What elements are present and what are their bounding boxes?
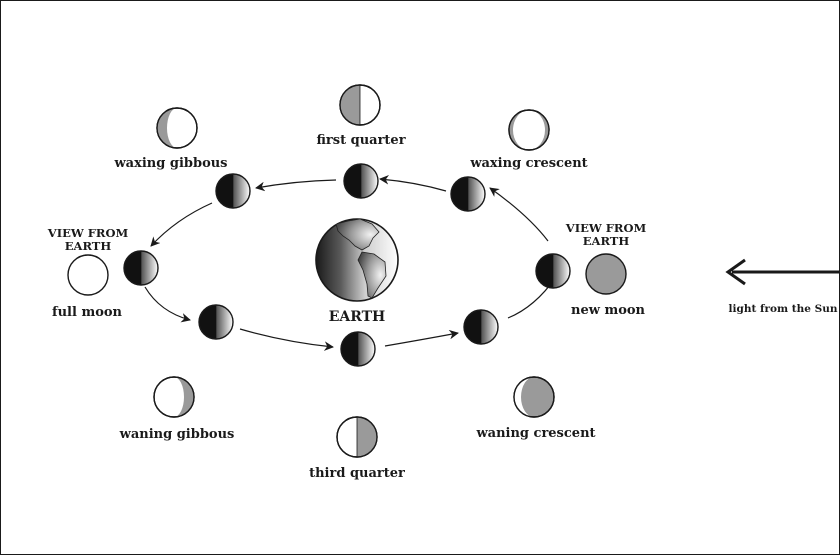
phase-view-waning-gibbous [153,376,195,418]
phase-view-first-quarter [339,84,381,126]
orbit-moon-new [535,253,571,289]
orbit-arrow [239,328,334,351]
orbit-moon-waning-crescent [463,309,499,345]
phase-label-new-moon: new moon [571,303,646,318]
view-from-earth-right: VIEW FROM EARTH [565,221,647,248]
sunlight-label: light from the Sun [729,303,838,315]
earth-globe [315,218,399,302]
view-from-earth-left: VIEW FROM EARTH [47,226,129,253]
view-from-earth-line1: VIEW FROM [565,221,647,235]
orbit-moon-first-quarter [343,163,379,199]
phase-view-full-moon [67,254,109,296]
phase-view-third-quarter [336,416,378,458]
orbit-moon-waxing-crescent [450,176,486,212]
continents [335,219,387,299]
view-from-earth-line2: EARTH [583,234,630,248]
phase-label-waning-crescent: waning crescent [475,426,595,441]
sunlight-arrow [725,258,839,286]
orbit-moon-waning-gibbous [198,304,234,340]
phase-label-first-quarter: first quarter [316,133,405,148]
phase-label-third-quarter: third quarter [309,466,405,481]
view-from-earth-line2: EARTH [65,239,112,253]
orbit-moon-third-quarter [340,331,376,367]
phase-labels: new moon waxing crescent first quarter w… [52,133,646,481]
phase-view-new-moon [585,253,627,295]
view-from-earth-line1: VIEW FROM [47,226,129,240]
orbit-arrows [144,174,557,351]
orbit-arrow [384,329,459,347]
phase-view-waxing-crescent [508,109,550,151]
phase-view-waxing-gibbous [156,107,198,149]
phase-label-full-moon: full moon [52,305,123,320]
orbit-arrow [379,174,447,192]
orbit-moons [123,163,571,367]
phase-view-waning-crescent [513,376,555,418]
phase-label-waning-gibbous: waning gibbous [119,427,235,442]
phase-label-waxing-crescent: waxing crescent [469,156,587,171]
orbit-arrow [489,187,549,242]
orbit-arrow [144,286,191,323]
orbit-moon-waxing-gibbous [215,173,251,209]
phase-views [67,84,627,458]
orbit-arrow [255,179,337,192]
earth-label: EARTH [329,309,386,325]
orbit-arrow [150,202,213,247]
phase-label-waxing-gibbous: waxing gibbous [113,156,227,171]
orbit-moon-full [123,250,159,286]
